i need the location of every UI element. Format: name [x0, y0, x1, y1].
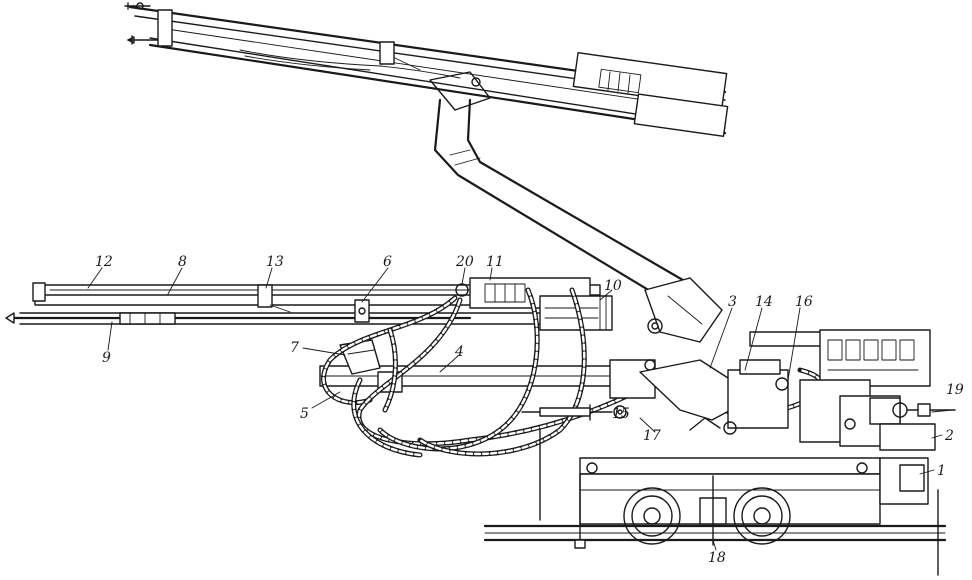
- boom-support: [320, 340, 640, 392]
- callout-14: 14: [755, 294, 773, 310]
- turret: [610, 360, 788, 434]
- callout-7: 7: [290, 340, 299, 356]
- callout-20: 20: [455, 254, 474, 270]
- callout-16: 16: [795, 294, 813, 310]
- callout-9: 9: [102, 350, 111, 366]
- callout-10: 10: [604, 278, 622, 294]
- callout-1: 1: [937, 463, 946, 479]
- callout-15: 15: [612, 406, 630, 422]
- callout-12: 12: [95, 254, 113, 270]
- callout-19: 19: [946, 382, 964, 398]
- callout-5: 5: [300, 406, 309, 422]
- callout-3: 3: [728, 294, 737, 310]
- callout-6: 6: [383, 254, 392, 270]
- raised-boom-assembly: [125, 3, 728, 136]
- callout-4: 4: [454, 344, 464, 360]
- callout-17: 17: [643, 428, 661, 444]
- callout-2: 2: [944, 428, 954, 444]
- callout-13: 13: [266, 254, 284, 270]
- callout-8: 8: [178, 254, 187, 270]
- callout-18: 18: [708, 550, 726, 566]
- horizontal-feed-assembly: [6, 278, 612, 330]
- callout-11: 11: [486, 254, 504, 270]
